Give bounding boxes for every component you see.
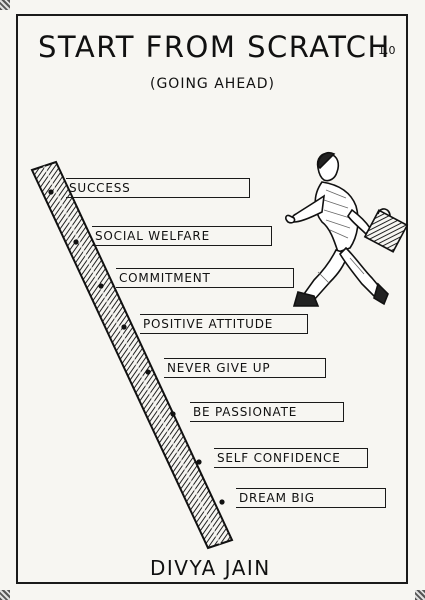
step-dream-big: DREAM BIG [236, 488, 386, 508]
cover-title: START FROM SCRATCH [38, 30, 391, 64]
cover-version: 1.0 [378, 44, 396, 57]
corner-mark-top-left [0, 0, 10, 10]
briefcase-icon [363, 208, 409, 253]
step-positive-attitude: POSITIVE ATTITUDE [140, 314, 308, 334]
corner-mark-bottom-left [0, 590, 10, 600]
step-social-welfare: SOCIAL WELFARE [92, 226, 272, 246]
cover-frame [16, 14, 408, 584]
step-never-give-up: NEVER GIVE UP [164, 358, 326, 378]
ladder-rivets [48, 189, 225, 505]
author-name: DIVYA JAIN [150, 556, 271, 580]
step-be-passionate: BE PASSIONATE [190, 402, 344, 422]
step-self-confidence: SELF CONFIDENCE [214, 448, 368, 468]
cover-subtitle: (GOING AHEAD) [150, 76, 275, 92]
businessman-figure [285, 151, 389, 307]
corner-mark-bottom-right [415, 590, 425, 600]
ladder-rail-edge [43, 165, 221, 545]
step-success: SUCCESS [66, 178, 250, 198]
step-commitment: COMMITMENT [116, 268, 294, 288]
